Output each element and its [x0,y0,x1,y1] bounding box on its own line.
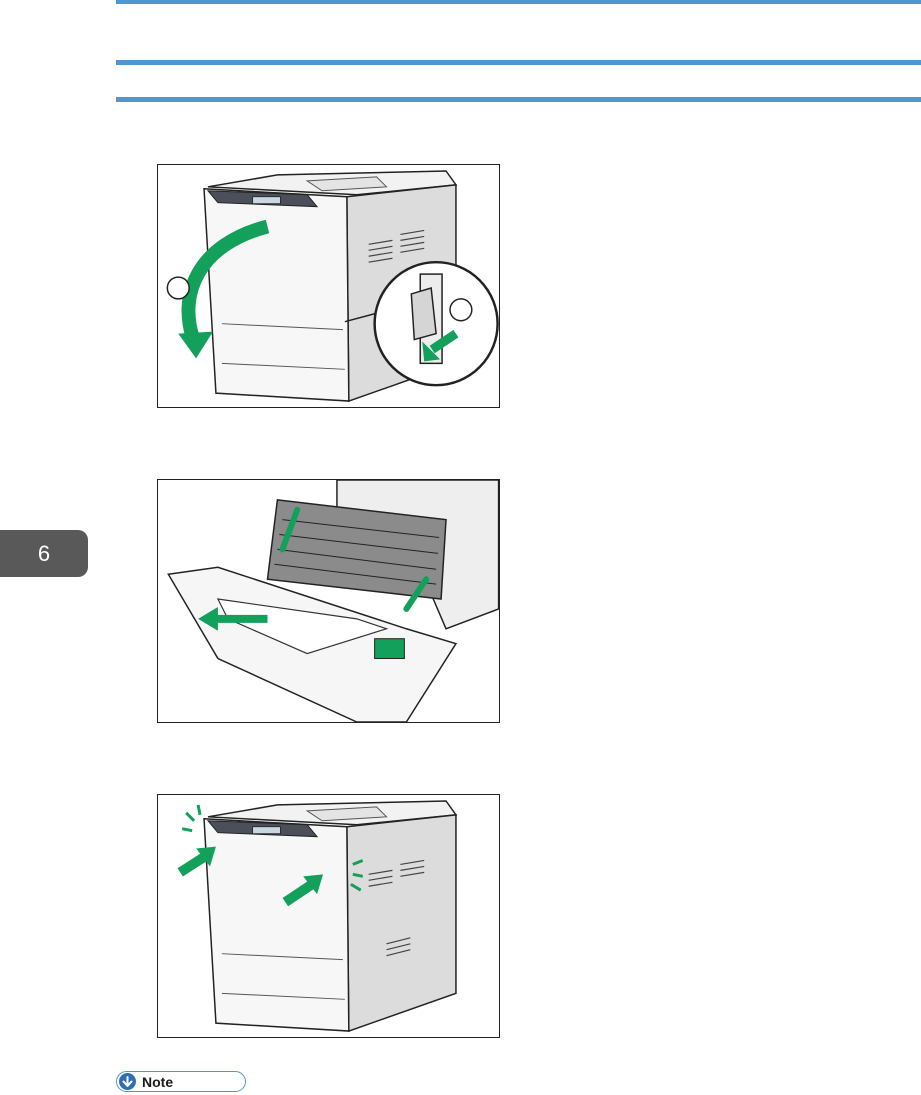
callout-2 [450,299,472,321]
header-rule-top [116,0,921,4]
printer-illustration-open [158,165,499,407]
section-rule-upper [116,60,921,65]
note-label: Note [142,1074,173,1090]
figure-close-front-cover [157,794,500,1038]
printer-illustration-close [158,795,499,1037]
chapter-tab: 6 [0,530,88,577]
printer-illustration-paper-removal [158,480,499,722]
arrow-down-circle-icon [119,1073,136,1090]
figure-open-front-cover [157,164,500,408]
callout-1 [167,277,189,299]
section-rule-lower [116,97,921,102]
note-badge: Note [116,1071,246,1092]
chapter-number: 6 [38,541,50,567]
figure-remove-jammed-paper [157,479,500,723]
